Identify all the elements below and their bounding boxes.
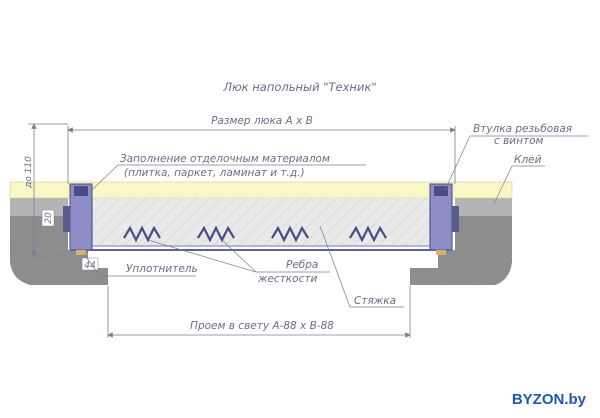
brand-logo-text[interactable]: BYZON.by — [512, 391, 587, 408]
stiffening-ribs — [123, 225, 387, 243]
leader-glue — [493, 165, 513, 205]
bracket-right — [452, 206, 459, 232]
leader-bush — [444, 135, 471, 191]
glue-layer-left — [10, 198, 68, 216]
label-ribs-2: жесткости — [257, 273, 317, 285]
label-ribs-1: Ребра — [286, 259, 318, 271]
glue-layer-right — [455, 198, 512, 216]
leader-screed — [319, 225, 351, 308]
screed-fill-hatch — [92, 198, 430, 246]
label-glue: Клей — [514, 154, 542, 166]
label-filling-2: (плитка, паркет, ламинат и т.д.) — [124, 167, 305, 179]
leader-ribs-b — [221, 239, 257, 273]
leader-filling — [91, 164, 119, 191]
label-threaded-bush-2: с винтом — [494, 135, 544, 147]
label-screed: Стяжка — [354, 295, 396, 307]
threaded-bush-left — [74, 186, 88, 196]
concrete-right-hatch — [410, 216, 512, 285]
threaded-bush-right — [434, 186, 448, 196]
label-filling-1: Заполнение отделочным материалом — [120, 153, 330, 165]
leader-ribs-a — [147, 239, 257, 273]
dim-44-box — [81, 257, 99, 271]
bracket-left — [63, 206, 70, 232]
label-hatch-size: Размер люка А х В — [211, 115, 313, 127]
label-threaded-bush-1: Втулка резьбовая — [473, 123, 572, 135]
seal-right — [436, 250, 446, 255]
label-dim-20: 20 — [44, 212, 54, 224]
leader-seal — [83, 253, 101, 277]
label-height: до 110 — [24, 156, 34, 189]
diagram-title: Люк напольный "Техник" — [222, 80, 376, 94]
label-seal: Уплотнитель — [126, 263, 198, 275]
seal-left — [76, 250, 86, 255]
label-clear-opening: Проем в свету А-88 х В-88 — [190, 320, 334, 332]
dim-20-box — [41, 209, 55, 227]
label-dim-44: 44 — [84, 261, 96, 271]
